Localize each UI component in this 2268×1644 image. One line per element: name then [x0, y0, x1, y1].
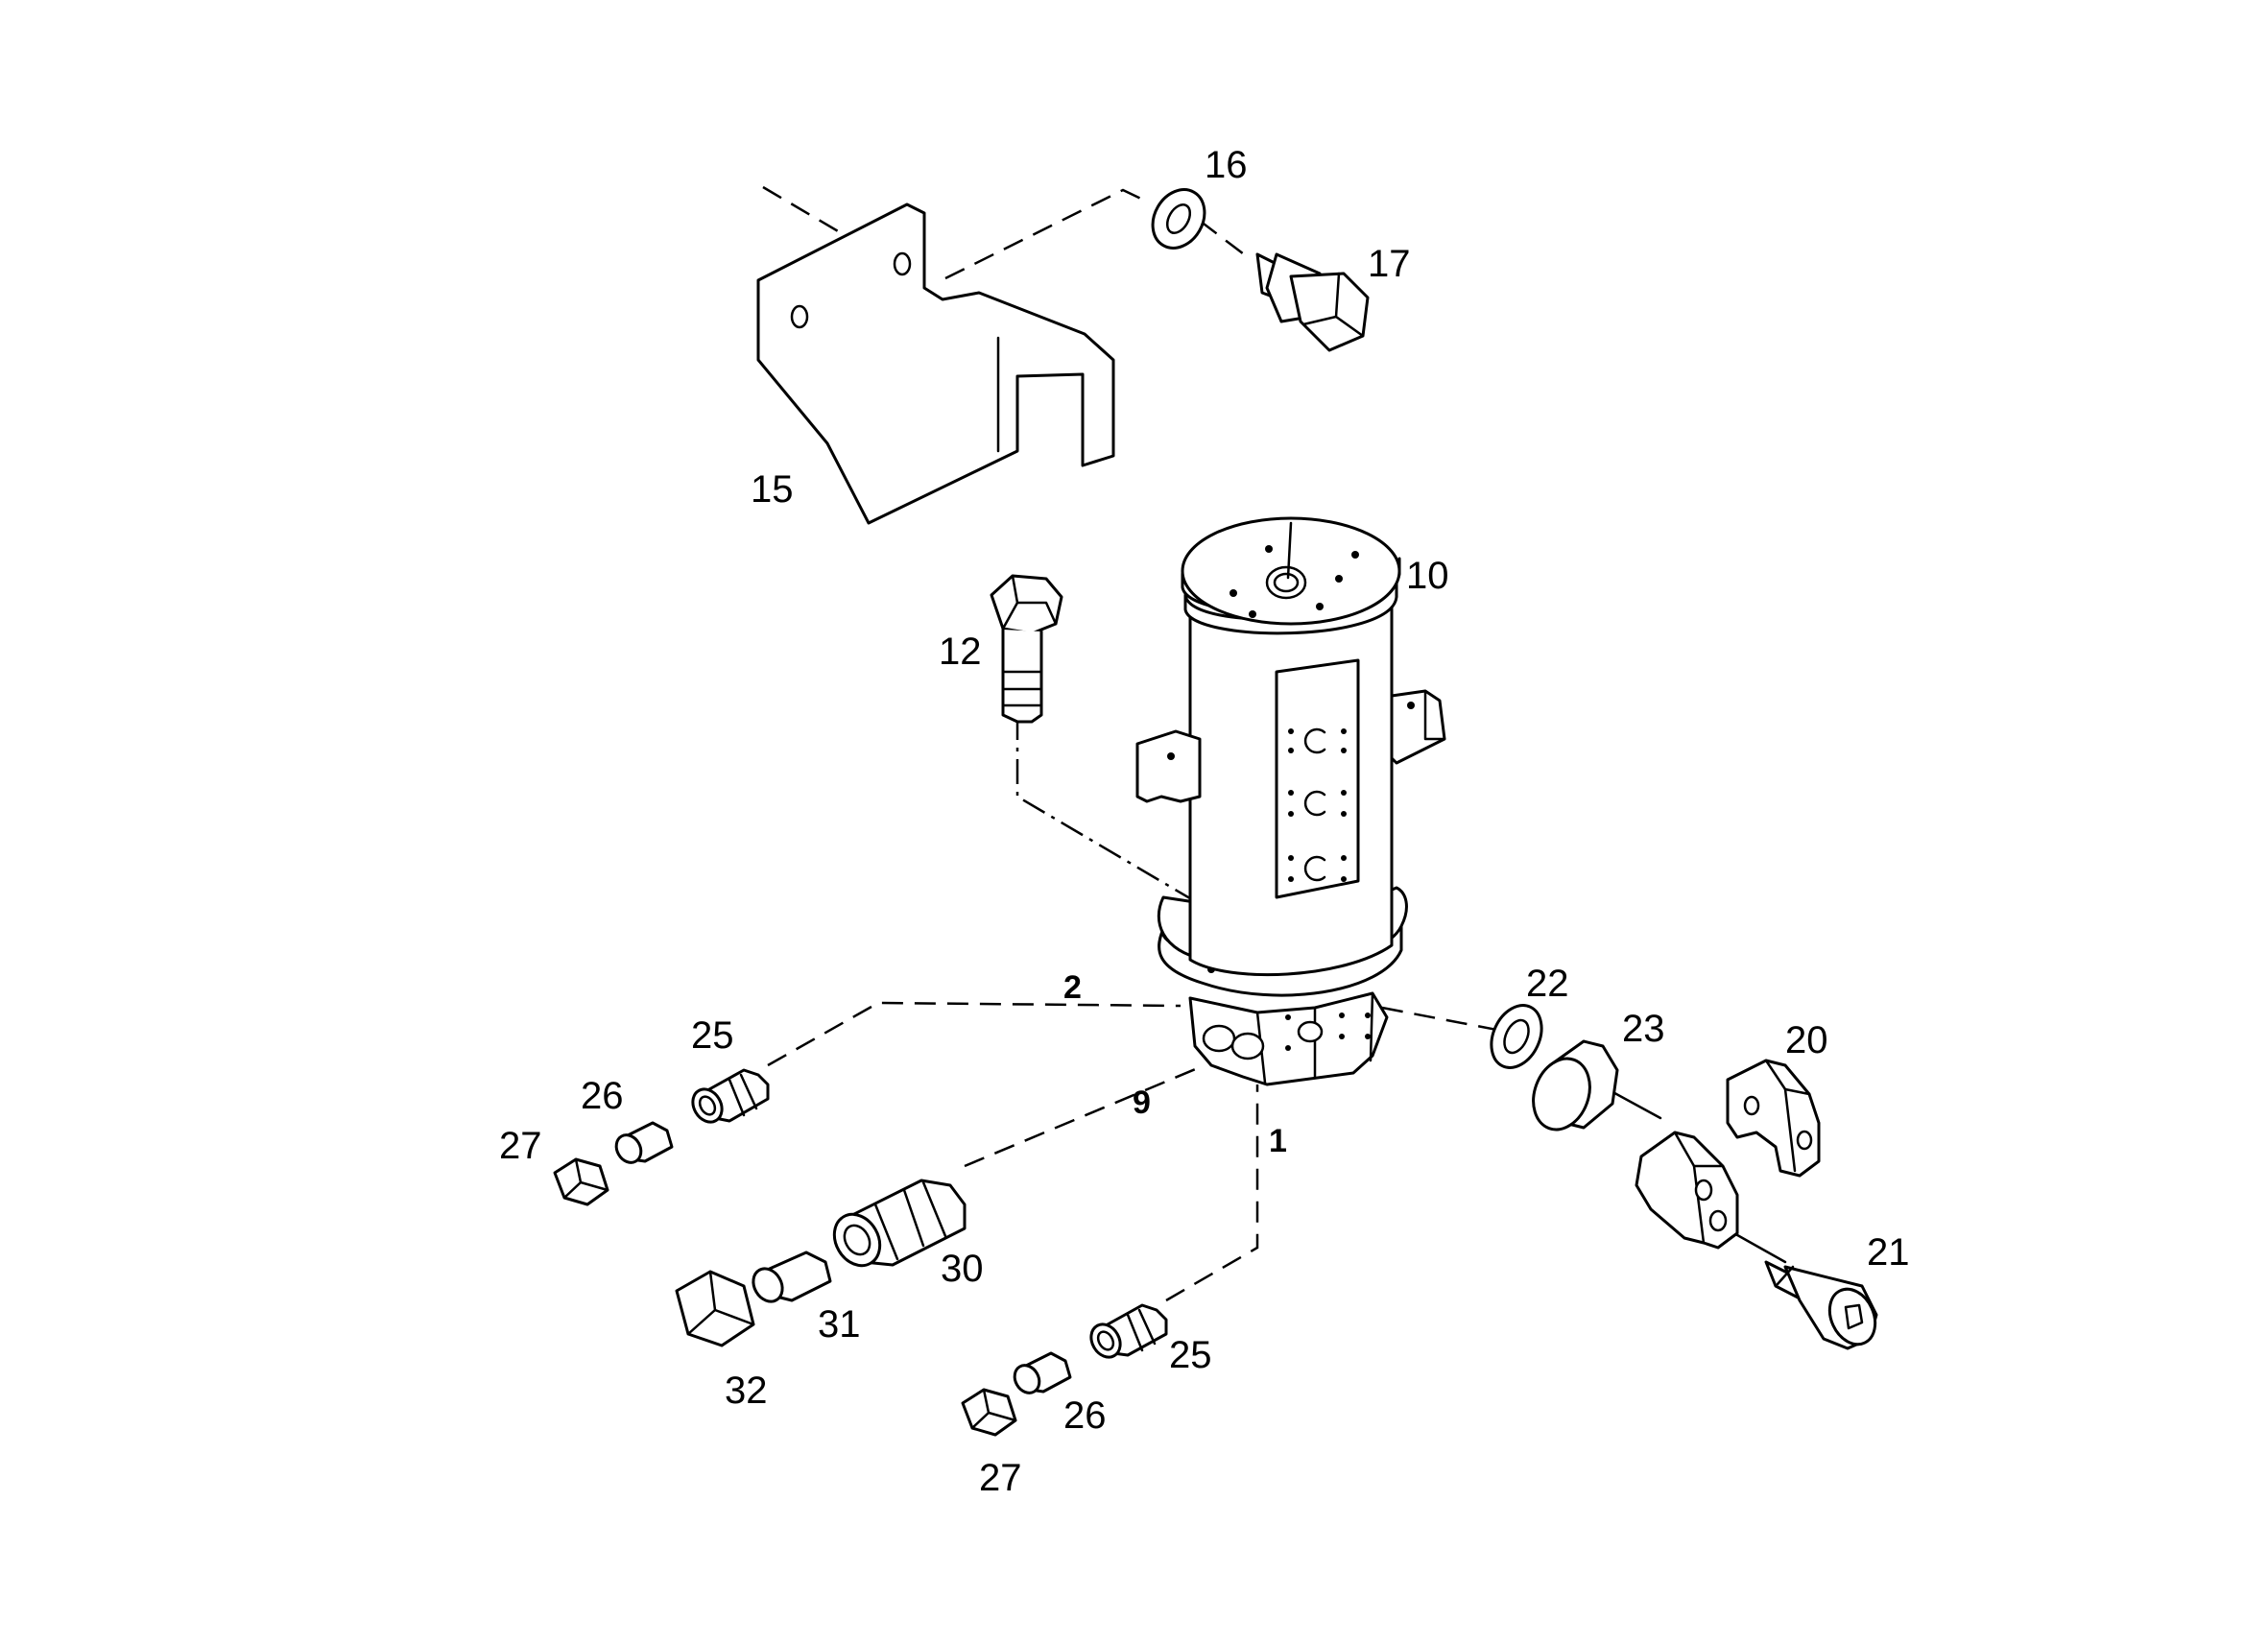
- callout-22: 22: [1526, 963, 1569, 1005]
- callout-10: 10: [1406, 555, 1449, 597]
- nut-32: [675, 1270, 755, 1347]
- callout-23: 23: [1622, 1008, 1665, 1050]
- washer-16: [1151, 188, 1206, 250]
- callout-12: 12: [939, 631, 982, 673]
- nut-27-lower: [961, 1388, 1017, 1437]
- plug-23: [1532, 1039, 1619, 1132]
- callout-25-lower: 25: [1169, 1334, 1212, 1376]
- flange-clamp-20-back: [1726, 1059, 1821, 1178]
- flange-clamp-20-front: [1635, 1131, 1739, 1250]
- callout-27-upper: 27: [499, 1125, 542, 1167]
- callout-9: 9: [1133, 1084, 1151, 1121]
- callout-labels: 16 17 15 10 12 2 22 23 20 25 26 27 9 1 2…: [499, 144, 1910, 1499]
- callout-21: 21: [1867, 1231, 1910, 1274]
- bolt-17: [1255, 252, 1370, 352]
- callout-27-lower: 27: [979, 1457, 1022, 1499]
- fitting-25-lower: [1089, 1303, 1168, 1359]
- callout-2: 2: [1063, 969, 1082, 1006]
- callout-16: 16: [1205, 144, 1248, 186]
- callout-25-upper: 25: [691, 1014, 734, 1057]
- callout-17: 17: [1368, 243, 1411, 285]
- nut-27-upper: [553, 1157, 609, 1206]
- callout-26-upper: 26: [581, 1075, 624, 1117]
- fitting-26-upper: [614, 1121, 674, 1164]
- fitting-25-upper: [691, 1068, 770, 1124]
- o-ring-22: [1490, 1004, 1543, 1069]
- callout-30: 30: [941, 1248, 984, 1290]
- callout-26-lower: 26: [1063, 1394, 1107, 1437]
- rotary-joint-body: [1135, 516, 1446, 1086]
- callout-32: 32: [725, 1370, 768, 1412]
- callout-31: 31: [818, 1303, 861, 1346]
- fitting-26-lower: [1013, 1351, 1072, 1394]
- callout-1: 1: [1269, 1123, 1287, 1159]
- callout-20: 20: [1785, 1019, 1828, 1061]
- bolt-21: [1764, 1260, 1878, 1350]
- mounting-bracket: [756, 203, 1115, 525]
- callout-15: 15: [751, 468, 794, 511]
- bolt-12: [990, 574, 1063, 724]
- fitting-30: [832, 1179, 967, 1268]
- fitting-31: [752, 1251, 832, 1303]
- port-strip-holes: [1288, 727, 1347, 882]
